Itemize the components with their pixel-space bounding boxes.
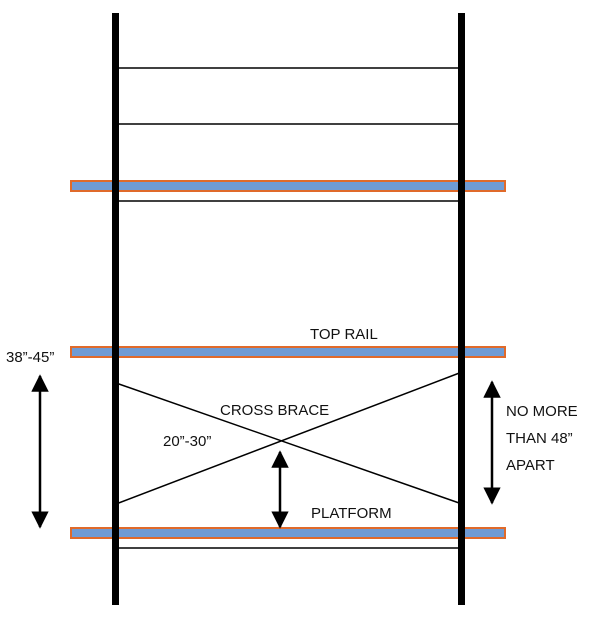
top-rail-height-label: 38”-45” <box>6 349 54 366</box>
spacing-label-line-2: THAN 48” <box>506 430 573 447</box>
cross-brace-label: CROSS BRACE <box>220 402 329 419</box>
spacing-label-line-3: APART <box>506 457 555 474</box>
midrail-height-label: 20”-30” <box>163 433 211 450</box>
cross-brace-line-1 <box>115 382 463 505</box>
left-post <box>112 13 119 605</box>
platform-label: PLATFORM <box>311 505 392 522</box>
plank-upper <box>70 180 506 192</box>
spacing-label-line-1: NO MORE <box>506 403 578 420</box>
cross-brace-line-2 <box>115 371 463 505</box>
right-post <box>458 13 465 605</box>
top-rail-label: TOP RAIL <box>310 326 378 343</box>
platform-plank <box>70 527 506 539</box>
top-rail-plank <box>70 346 506 358</box>
